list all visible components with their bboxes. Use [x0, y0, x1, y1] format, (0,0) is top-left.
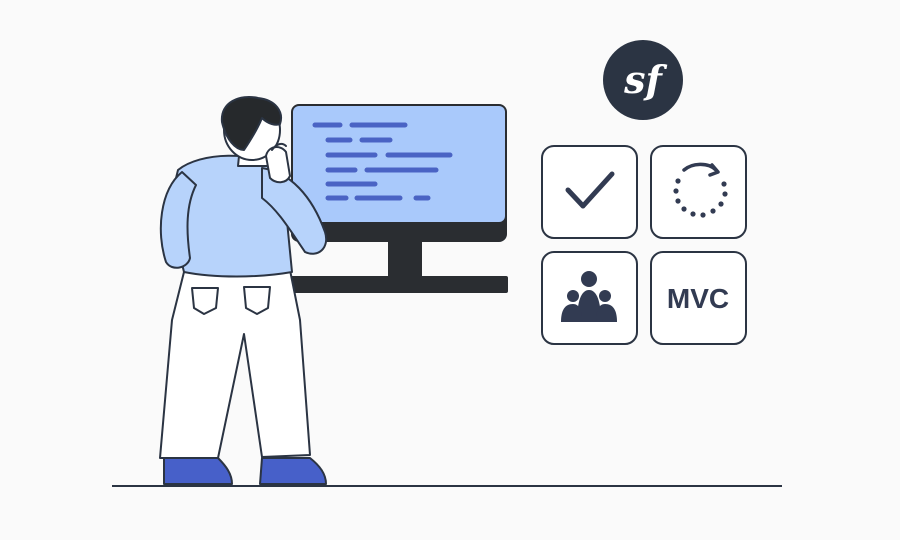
finger: [271, 142, 287, 151]
mvc-label: MVC: [667, 283, 729, 314]
person-center-body: [577, 290, 601, 322]
monitor-base: [290, 276, 508, 293]
logo-text: sf: [623, 57, 667, 102]
arm-left: [159, 171, 197, 269]
feature-card-check: [541, 145, 638, 239]
developer-person: [159, 96, 328, 485]
arm-right: [261, 167, 328, 255]
pants: [159, 269, 311, 459]
feature-card-cycle: [650, 145, 747, 239]
symfony-logo: sf: [603, 40, 683, 120]
monitor-neck: [388, 240, 422, 278]
pocket-right: [243, 286, 271, 315]
person-right-head: [599, 290, 611, 302]
card-frame: [541, 145, 638, 239]
cycle-dots: [673, 178, 728, 218]
card-frame: [650, 251, 747, 345]
logo-circle: [603, 40, 683, 120]
monitor: [290, 104, 508, 293]
checkmark-icon: [565, 171, 615, 209]
feature-card-mvc: MVC: [650, 251, 747, 345]
feature-grid: MVC: [541, 145, 747, 345]
person-left-body: [561, 304, 582, 322]
pocket-left: [191, 287, 219, 315]
monitor-screen: [293, 106, 505, 222]
person-left-head: [567, 290, 579, 302]
hand: [265, 146, 291, 184]
cycle-arrowhead: [708, 163, 720, 177]
shoe-left: [163, 457, 233, 485]
refresh-cycle-icon: [673, 162, 728, 218]
shoe-right: [259, 457, 327, 485]
team-icon: [561, 271, 617, 322]
person-right-body: [596, 304, 617, 322]
code-lines: [312, 122, 453, 201]
hair: [220, 96, 282, 151]
person-center-head: [581, 271, 597, 287]
card-frame: [650, 145, 747, 239]
feature-card-team: [541, 251, 638, 345]
